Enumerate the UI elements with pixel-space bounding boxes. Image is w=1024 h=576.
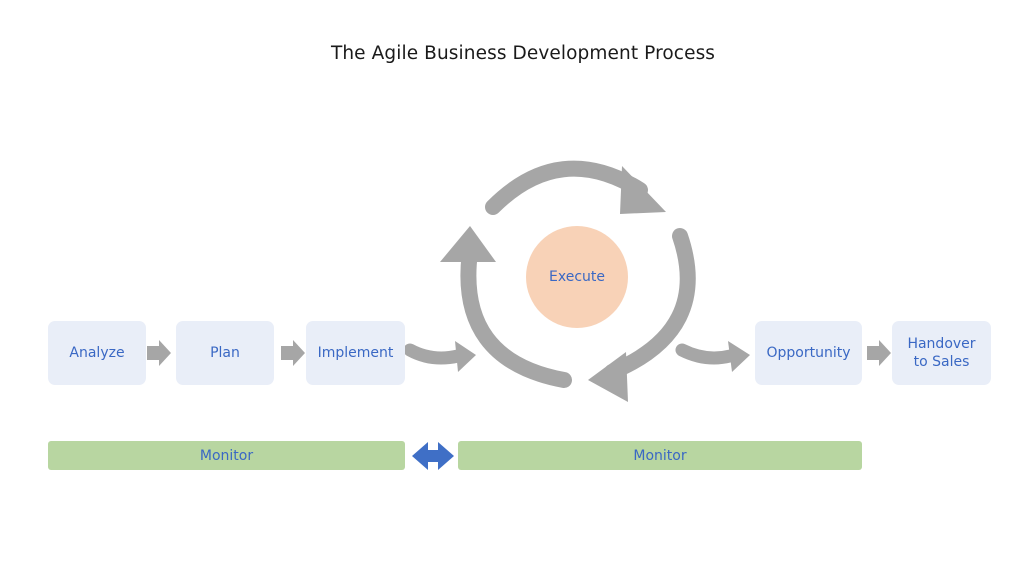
double-arrow-icon	[412, 442, 454, 470]
step-opportunity-label: Opportunity	[766, 345, 851, 361]
monitor-bar-left: Monitor	[48, 441, 405, 470]
step-analyze-label: Analyze	[69, 345, 125, 361]
cycle-arrow-right	[588, 228, 696, 402]
step-plan: Plan	[176, 321, 274, 385]
step-plan-label: Plan	[210, 345, 240, 361]
step-opportunity: Opportunity	[755, 321, 862, 385]
step-handover-label: Handover to Sales	[907, 336, 976, 370]
cycle-arrow-top	[485, 160, 666, 215]
step-analyze: Analyze	[48, 321, 146, 385]
monitor-right-label: Monitor	[633, 447, 687, 464]
arrow-cycle-to-opportunity	[675, 341, 750, 372]
arrow-plan-to-implement	[281, 340, 305, 366]
cycle-arrow-left	[440, 226, 572, 388]
arrow-opportunity-to-handover	[867, 340, 891, 366]
arrow-implement-to-cycle	[403, 341, 476, 372]
step-execute: Execute	[526, 226, 628, 328]
monitor-bar-right: Monitor	[458, 441, 862, 470]
step-implement-label: Implement	[317, 345, 394, 361]
step-implement: Implement	[306, 321, 405, 385]
diagram-title: The Agile Business Development Process	[330, 43, 716, 64]
step-execute-label: Execute	[549, 269, 605, 285]
step-handover: Handover to Sales	[892, 321, 991, 385]
monitor-left-label: Monitor	[199, 447, 254, 464]
arrow-analyze-to-plan	[147, 340, 171, 366]
